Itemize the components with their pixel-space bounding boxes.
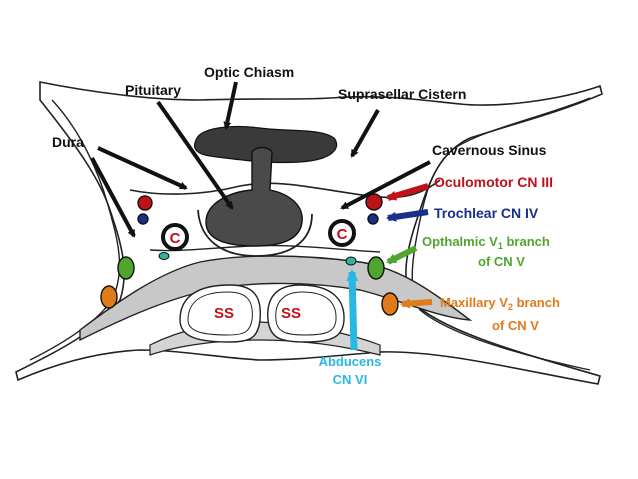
oculomotor-arrow	[386, 183, 429, 201]
ophthalmic-subscript: 1	[498, 241, 503, 251]
oculomotor-right	[365, 193, 383, 211]
maxillary-label-rest: branch	[513, 295, 560, 310]
sphenoid-sinus-right-inner	[275, 291, 337, 336]
trochlear-right	[367, 213, 379, 225]
maxillary-subscript: 2	[508, 302, 513, 312]
sella-turcica	[197, 209, 313, 257]
trochlear-arrow	[386, 209, 429, 222]
suprasellar-cistern-label: Suprasellar Cistern	[338, 86, 466, 102]
ophthalmic-left	[117, 256, 135, 280]
optic-chiasm-arrow	[223, 81, 238, 130]
ophthalmic-label-text: Opthalmic V	[422, 234, 498, 249]
dura-label: Dura	[52, 134, 84, 150]
maxillary-label-text: Maxillary V	[440, 295, 508, 310]
sphenoid-sinus-right	[267, 284, 345, 343]
trochlear-label: Trochlear CN IV	[434, 205, 539, 221]
cavernous-sinus-arrow	[340, 160, 431, 210]
abducens-right	[345, 256, 357, 266]
ophthalmic-label-line1: Opthalmic V1 branch	[422, 234, 550, 251]
ophthalmic-label-rest: branch	[503, 234, 550, 249]
optic-chiasm	[193, 125, 338, 164]
abducens-arrow	[346, 269, 359, 351]
sphenoid-sinus-left-inner	[187, 291, 253, 336]
ophthalmic-right	[367, 256, 385, 280]
cavernous-sinus-label: Cavernous Sinus	[432, 142, 547, 158]
pituitary-arrow	[156, 100, 234, 210]
sphenoid-sinus-left-label: SS	[214, 305, 234, 322]
oculomotor-left	[137, 195, 153, 211]
suprasellar-cistern-arrow	[350, 109, 380, 158]
sphenoid-sinus-right-label: SS	[281, 305, 301, 322]
pituitary-label: Pituitary	[125, 82, 181, 98]
abducens-label-line2: CN VI	[333, 372, 368, 387]
pituitary-gland	[205, 146, 303, 247]
carotid-left-label: C	[170, 230, 181, 247]
trochlear-left	[137, 213, 149, 225]
abducens-left	[158, 252, 170, 260]
ophthalmic-label-line2: of CN V	[478, 254, 525, 269]
oculomotor-label: Oculomotor CN III	[434, 174, 553, 190]
maxillary-label-line2: of CN V	[492, 318, 539, 333]
carotid-right-label: C	[337, 226, 348, 243]
optic-chiasm-label: Optic Chiasm	[204, 64, 294, 80]
skull-base-outline	[15, 81, 603, 385]
carotid-left	[161, 223, 189, 251]
maxillary-right	[381, 292, 399, 316]
maxillary-label-line1: Maxillary V2 branch	[440, 295, 560, 312]
abducens-label-line1: Abducens	[319, 354, 382, 369]
sphenoid-sinus-left	[179, 284, 262, 343]
ophthalmic-arrow	[386, 245, 418, 265]
dura-arrow-lower	[90, 157, 136, 238]
maxillary-arrow	[400, 298, 433, 309]
inner-outline-right	[411, 97, 591, 371]
maxillary-left	[100, 285, 118, 309]
carotid-right	[328, 219, 356, 247]
dura-arrow-upper	[97, 146, 188, 190]
